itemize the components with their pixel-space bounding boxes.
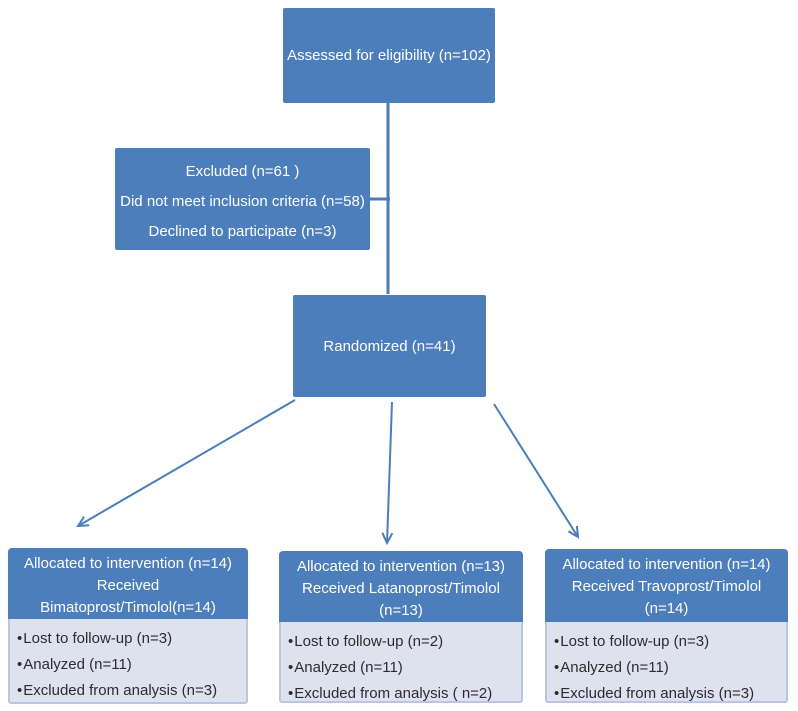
bullet-icon: • [17,656,23,673]
outcome-text: Analyzed (n=11) [23,656,132,673]
outcome-text: Lost to follow-up (n=2) [294,633,444,650]
allocation-line: Received Latanoprost/Timolol [302,580,500,597]
arm-allocation-latanoprost: Allocated to intervention (n=13) Receive… [279,551,523,622]
outcome-item: •Analyzed (n=11) [17,652,242,678]
arm-allocation-bimatoprost: Allocated to intervention (n=14) Receive… [8,548,248,619]
arm-outcomes-latanoprost: •Lost to follow-up (n=2) •Analyzed (n=11… [279,622,523,703]
outcome-item: •Excluded from analysis (n=3) [17,678,242,704]
outcome-item: •Excluded from analysis ( n=2) [288,681,517,707]
arm-card-latanoprost: Allocated to intervention (n=13) Receive… [279,551,523,703]
outcome-item: •Analyzed (n=11) [554,655,782,681]
arm-card-bimatoprost: Allocated to intervention (n=14) Receive… [8,548,248,704]
allocation-line: (n=13) [379,602,423,619]
arm-card-travoprost: Allocated to intervention (n=14) Receive… [545,549,788,703]
outcome-item: •Excluded from analysis (n=3) [554,681,782,707]
allocation-line: Allocated to intervention (n=14) [562,556,771,573]
node-assessed-label: Assessed for eligibility (n=102) [287,47,491,64]
allocation-line: Received [96,577,160,594]
bullet-icon: • [17,630,23,647]
arm-outcomes-travoprost: •Lost to follow-up (n=3) •Analyzed (n=11… [545,622,788,703]
outcome-text: Lost to follow-up (n=3) [23,630,173,647]
outcome-text: Analyzed (n=11) [294,659,403,676]
bullet-icon: • [288,685,294,702]
node-excluded: Excluded (n=61 ) Did not meet inclusion … [115,148,370,250]
bullet-icon: • [17,682,23,699]
outcome-item: •Lost to follow-up (n=2) [288,629,517,655]
bullet-icon: • [554,659,560,676]
allocation-line: Allocated to intervention (n=14) [23,555,233,572]
arrow-to-arm-bimatoprost [76,399,296,528]
allocation-line: Received Travoprost/Timolol [571,578,762,595]
arm-outcomes-bimatoprost: •Lost to follow-up (n=3) •Analyzed (n=11… [8,619,248,704]
outcome-text: Analyzed (n=11) [560,659,669,676]
node-randomized: Randomized (n=41) [293,295,486,397]
outcome-text: Excluded from analysis (n=3) [23,682,218,699]
node-assessed: Assessed for eligibility (n=102) [283,8,495,103]
excluded-line: Declined to participate (n=3) [148,223,337,240]
outcome-item: •Lost to follow-up (n=3) [17,626,242,652]
arrow-to-arm-latanoprost [381,401,394,546]
bullet-icon: • [554,633,560,650]
outcome-text: Lost to follow-up (n=3) [560,633,710,650]
outcome-item: •Analyzed (n=11) [288,655,517,681]
outcome-text: Excluded from analysis ( n=2) [294,685,493,702]
allocation-line: Bimatoprost/Timolol(n=14) [40,599,216,616]
arrow-to-arm-travoprost [493,403,580,539]
bullet-icon: • [288,633,294,650]
bullet-icon: • [288,659,294,676]
outcome-text: Excluded from analysis (n=3) [560,685,755,702]
node-randomized-label: Randomized (n=41) [323,337,456,355]
allocation-line: (n=14) [644,600,689,617]
bullet-icon: • [554,685,560,702]
excluded-line: Excluded (n=61 ) [185,163,300,180]
excluded-line: Did not meet inclusion criteria (n=58) [120,193,365,210]
allocation-line: Allocated to intervention (n=13) [296,558,506,575]
arm-allocation-travoprost: Allocated to intervention (n=14) Receive… [545,549,788,622]
outcome-item: •Lost to follow-up (n=3) [554,629,782,655]
